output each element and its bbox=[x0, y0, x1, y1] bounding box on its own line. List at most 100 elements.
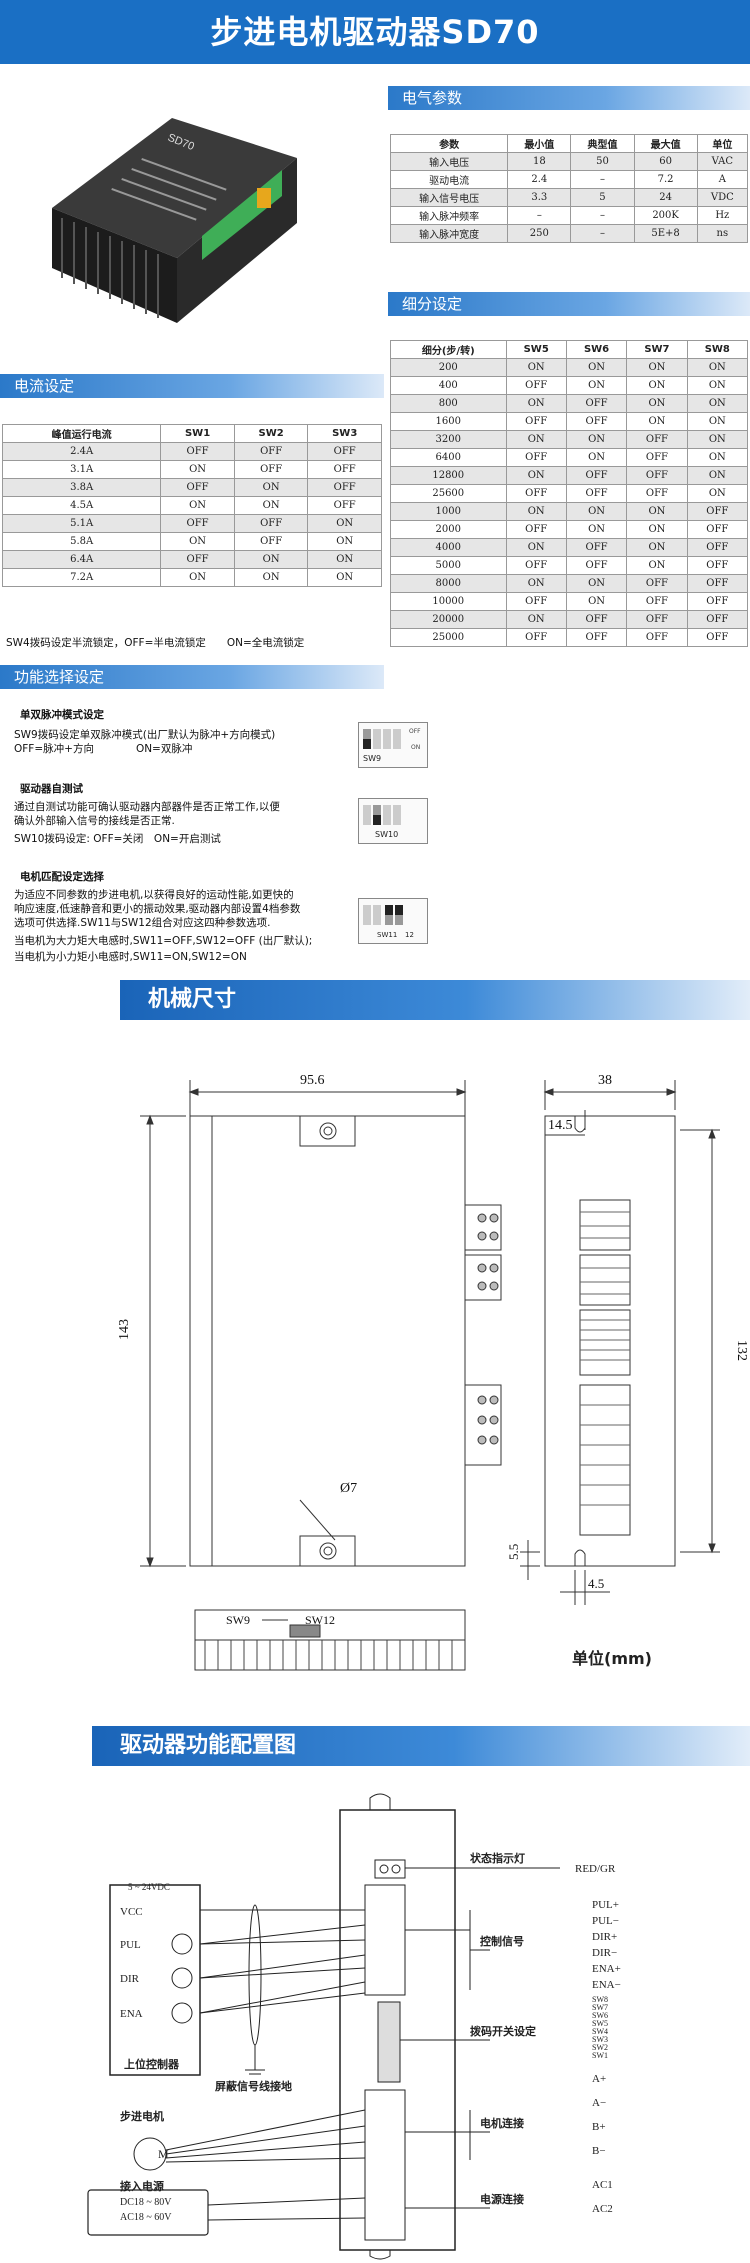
section-current: 电流设定 bbox=[0, 374, 384, 398]
table-cell: ON bbox=[686, 358, 749, 377]
controller-label: 上位控制器 bbox=[124, 2057, 180, 2071]
motor-line1: 为适应不同参数的步进电机,以获得良好的运动性能,如更快的 bbox=[14, 889, 294, 901]
pulse-line1: SW9拨码设定单双脉冲模式(出厂默认为脉冲+方向模式) bbox=[14, 729, 276, 741]
table-cell: ON bbox=[686, 466, 749, 485]
table-cell: 5.1A bbox=[1, 514, 162, 533]
table-cell: ON bbox=[626, 556, 688, 575]
table-cell: ON bbox=[626, 358, 688, 377]
power-title: 接入电源 bbox=[120, 2179, 164, 2193]
table-cell: 12800 bbox=[390, 466, 507, 485]
table-cell: 输入脉冲宽度 bbox=[389, 224, 509, 243]
dim-width: 95.6 bbox=[300, 1073, 325, 1088]
dim-height: 143 bbox=[117, 1319, 132, 1340]
page-title: 步进电机驱动器SD70 bbox=[0, 0, 750, 64]
table-cell: 2.4 bbox=[507, 170, 572, 189]
table-cell: ON bbox=[626, 502, 688, 521]
dip-sw9-label: SW9 bbox=[363, 754, 381, 763]
table-cell: OFF bbox=[307, 460, 382, 479]
table-cell: ON bbox=[160, 532, 235, 551]
section-wiring: 驱动器功能配置图 bbox=[92, 1726, 750, 1766]
motor-line5: 当电机为小力矩小电感时,SW11=ON,SW12=ON bbox=[14, 951, 247, 963]
table-cell: ON bbox=[307, 550, 382, 569]
shield-label: 屏蔽信号线接地 bbox=[215, 2079, 292, 2093]
table-cell: OFF bbox=[505, 556, 567, 575]
table-cell: OFF bbox=[505, 448, 567, 467]
table-cell: ON bbox=[565, 376, 628, 395]
table-cell: OFF bbox=[626, 628, 688, 647]
table-cell: 10000 bbox=[390, 592, 507, 611]
table-cell: OFF bbox=[233, 460, 309, 479]
table-cell: ON bbox=[626, 538, 688, 557]
dip-label: 拨码开关设定 bbox=[470, 2024, 536, 2038]
table-cell: 50 bbox=[570, 152, 635, 171]
table-cell: OFF bbox=[565, 412, 628, 431]
table-cell: OFF bbox=[626, 448, 688, 467]
sw-range-a: SW9 bbox=[226, 1613, 250, 1627]
table-cell: OFF bbox=[686, 502, 749, 521]
current-header: SW2 bbox=[233, 424, 309, 443]
supply-label: 5 ~ 24VDC bbox=[128, 1882, 170, 1892]
table-cell: ON bbox=[505, 466, 567, 485]
table-cell: OFF bbox=[565, 556, 628, 575]
table-cell: ON bbox=[686, 376, 749, 395]
table-cell: 25000 bbox=[390, 628, 507, 647]
table-cell: OFF bbox=[686, 538, 749, 557]
table-cell: 1000 bbox=[390, 502, 507, 521]
table-cell: 6.4A bbox=[1, 550, 162, 569]
table-cell: A bbox=[696, 170, 749, 189]
table-cell: 25600 bbox=[390, 484, 507, 503]
table-cell: OFF bbox=[307, 442, 382, 461]
dip-sw10-label: SW10 bbox=[375, 830, 398, 839]
pin-a-minus: A− bbox=[592, 2097, 606, 2109]
pin-sw6: SW6 bbox=[592, 2011, 608, 2020]
product-image: SD70 bbox=[52, 118, 297, 323]
table-cell: ON bbox=[505, 394, 567, 413]
microstep-header: SW7 bbox=[626, 340, 688, 359]
table-cell: OFF bbox=[565, 466, 628, 485]
motor-line4: 当电机为大力矩大电感时,SW11=OFF,SW12=OFF (出厂默认); bbox=[14, 935, 313, 947]
table-cell: ON bbox=[160, 460, 235, 479]
table-cell: ON bbox=[686, 430, 749, 449]
pin-ena-minus: ENA− bbox=[592, 1979, 621, 1991]
table-cell: 200 bbox=[390, 358, 507, 377]
table-cell: 5 bbox=[570, 188, 635, 207]
motor-label: 步进电机 bbox=[120, 2109, 164, 2123]
table-cell: ON bbox=[505, 610, 567, 629]
dip-off-label: OFF bbox=[409, 728, 421, 735]
table-cell: OFF bbox=[307, 496, 382, 515]
ctrl-label: 控制信号 bbox=[480, 1934, 524, 1948]
dim-hole-dia: Ø7 bbox=[340, 1481, 357, 1496]
table-cell: OFF bbox=[565, 394, 628, 413]
dir-label: DIR bbox=[120, 1973, 140, 1985]
table-cell: 3.1A bbox=[1, 460, 162, 479]
motor-match-title: 电机匹配设定选择 bbox=[20, 871, 104, 883]
table-cell: 18 bbox=[507, 152, 572, 171]
table-cell: 250 bbox=[507, 224, 572, 243]
dip-on-label: ON bbox=[411, 744, 420, 751]
table-cell: ON bbox=[505, 430, 567, 449]
table-cell: ON bbox=[160, 496, 235, 515]
pin-sw1: SW1 bbox=[592, 2051, 608, 2060]
pin-ena-plus: ENA+ bbox=[592, 1963, 621, 1975]
table-cell: OFF bbox=[233, 514, 309, 533]
table-cell: ON bbox=[626, 412, 688, 431]
table-cell: 20000 bbox=[390, 610, 507, 629]
led-value: RED/GR bbox=[575, 1863, 616, 1875]
dim-slot-w: 4.5 bbox=[588, 1576, 604, 1591]
pulse-title: 单双脉冲模式设定 bbox=[20, 709, 104, 721]
table-cell: 5000 bbox=[390, 556, 507, 575]
